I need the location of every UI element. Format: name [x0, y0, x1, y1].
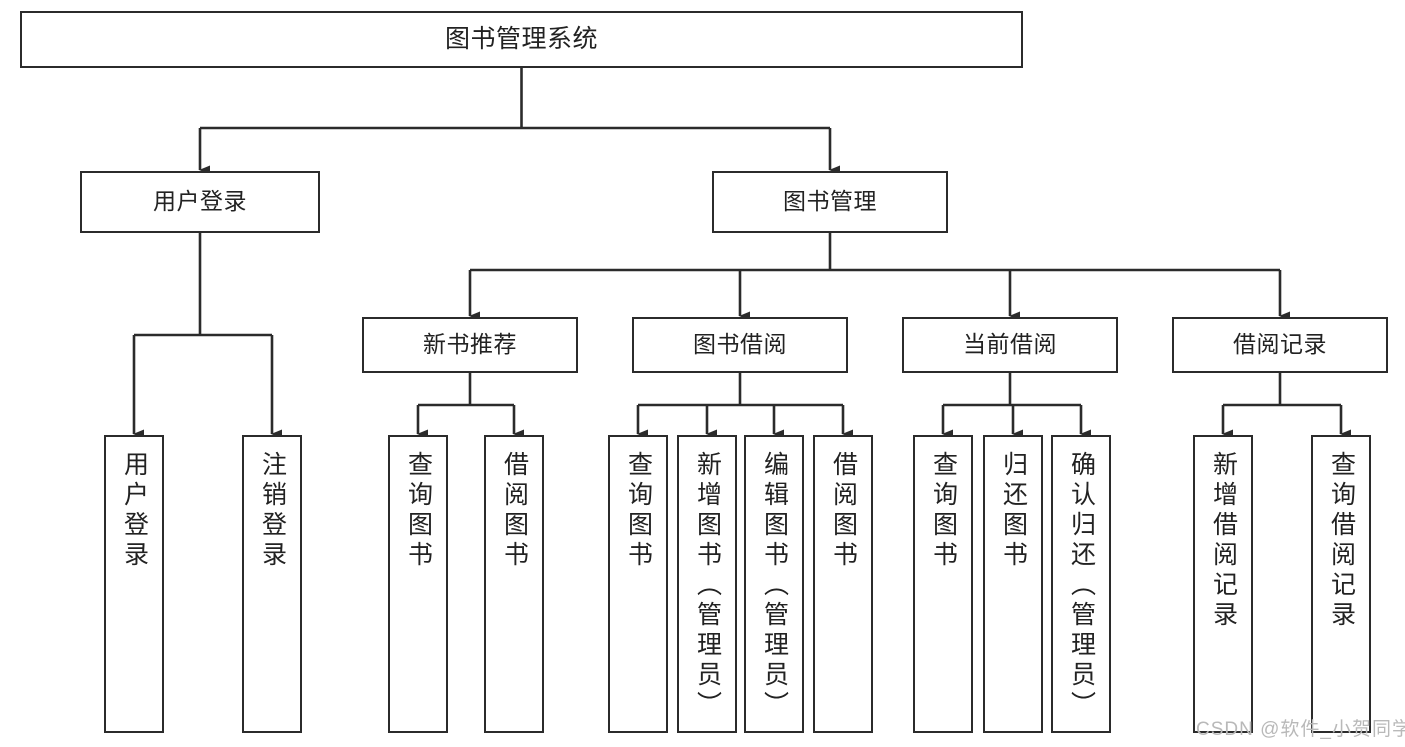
node-label: 新增借阅记录 — [1209, 451, 1238, 631]
node-label: 新增图书（管理员） — [693, 451, 722, 721]
node-label: 确认归还（管理员） — [1067, 451, 1096, 721]
node-l_borrow2[interactable]: 借阅图书 — [813, 435, 873, 733]
node-records[interactable]: 借阅记录 — [1172, 317, 1388, 373]
watermark: CSDN @软件_小贺同学 — [1196, 719, 1405, 740]
node-label: 编辑图书（管理员） — [760, 451, 789, 721]
node-label: 用户登录 — [153, 188, 247, 215]
node-label: 借阅记录 — [1233, 331, 1327, 358]
node-label: 查询图书 — [624, 451, 653, 571]
node-l_add[interactable]: 新增图书（管理员） — [677, 435, 737, 733]
node-login[interactable]: 用户登录 — [80, 171, 320, 233]
node-label: 借阅图书 — [829, 451, 858, 571]
node-label: 查询图书 — [929, 451, 958, 571]
node-label: 图书管理系统 — [444, 24, 598, 53]
node-label: 图书借阅 — [693, 331, 787, 358]
node-label: 查询借阅记录 — [1327, 451, 1356, 631]
node-l_query1[interactable]: 查询图书 — [388, 435, 448, 733]
node-label: 新书推荐 — [423, 331, 517, 358]
node-l_logout[interactable]: 注销登录 — [242, 435, 302, 733]
node-l_queryrec[interactable]: 查询借阅记录 — [1311, 435, 1371, 733]
node-label: 图书管理 — [783, 188, 877, 215]
node-label: 借阅图书 — [500, 451, 529, 571]
node-label: 用户登录 — [120, 451, 149, 571]
node-current[interactable]: 当前借阅 — [902, 317, 1118, 373]
node-l_edit[interactable]: 编辑图书（管理员） — [744, 435, 804, 733]
node-bookmgmt[interactable]: 图书管理 — [712, 171, 948, 233]
node-l_query2[interactable]: 查询图书 — [608, 435, 668, 733]
node-l_addrec[interactable]: 新增借阅记录 — [1193, 435, 1253, 733]
node-newbook[interactable]: 新书推荐 — [362, 317, 578, 373]
node-borrow[interactable]: 图书借阅 — [632, 317, 848, 373]
node-l_return[interactable]: 归还图书 — [983, 435, 1043, 733]
node-l_query3[interactable]: 查询图书 — [913, 435, 973, 733]
node-root[interactable]: 图书管理系统 — [20, 11, 1023, 68]
node-l_borrow1[interactable]: 借阅图书 — [484, 435, 544, 733]
node-l_login[interactable]: 用户登录 — [104, 435, 164, 733]
node-label: 注销登录 — [258, 451, 287, 571]
node-l_confirm[interactable]: 确认归还（管理员） — [1051, 435, 1111, 733]
node-label: 查询图书 — [404, 451, 433, 571]
node-label: 当前借阅 — [963, 331, 1057, 358]
node-label: 归还图书 — [999, 451, 1028, 571]
